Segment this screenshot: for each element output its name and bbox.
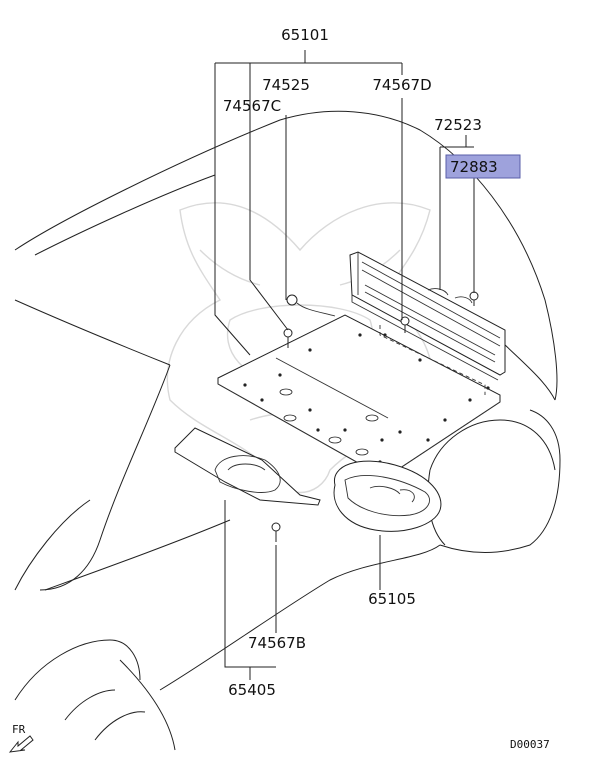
label-65105[interactable]: 65105 [368, 590, 416, 608]
label-65405[interactable]: 65405 [228, 681, 276, 699]
leader-lines [214, 50, 475, 680]
direction-label: FR [12, 723, 26, 736]
label-72883[interactable]: 72883 [450, 158, 498, 176]
front-direction-indicator: FR [8, 723, 34, 753]
clip-74567C [283, 328, 293, 348]
fasteners [271, 291, 479, 542]
car-body-outline [14, 110, 561, 751]
clip-74567B [271, 522, 281, 542]
label-74567B[interactable]: 74567B [248, 634, 306, 652]
label-72523[interactable]: 72523 [434, 116, 482, 134]
arrow-down-left-icon [8, 735, 34, 753]
clip-72883 [469, 291, 479, 306]
label-74525[interactable]: 74525 [262, 76, 310, 94]
spare-tire-tray [333, 460, 442, 532]
strap-74525 [286, 294, 336, 317]
rear-trim-panel [349, 251, 506, 381]
side-mat [174, 427, 321, 506]
label-74567D[interactable]: 74567D [372, 76, 431, 94]
label-74567C[interactable]: 74567C [223, 97, 281, 115]
clip-74567D [400, 316, 410, 333]
label-65101[interactable]: 65101 [281, 26, 329, 44]
diagram-code: D00037 [510, 738, 550, 751]
highlight-72883 [445, 154, 521, 179]
